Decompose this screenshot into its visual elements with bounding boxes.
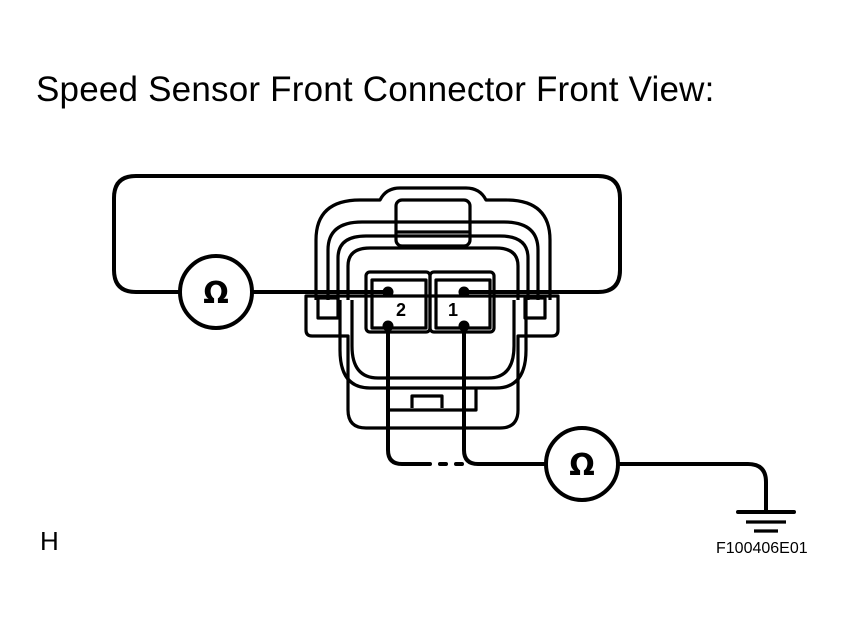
upper-circuit-loop — [112, 174, 622, 294]
diagram-title: Speed Sensor Front Connector Front View: — [36, 70, 715, 109]
pin-1-dot-top — [458, 286, 470, 298]
pin-2-lower-lead — [386, 324, 432, 466]
ohm-icon: Ω — [569, 448, 595, 483]
pin-1-lower-lead — [462, 324, 548, 466]
ohm-icon: Ω — [203, 276, 229, 311]
pin-2-label: 2 — [396, 300, 406, 320]
corner-letter: H — [40, 526, 59, 556]
ohmmeter-upper: Ω — [178, 254, 254, 330]
figure-code: F100406E01 — [716, 540, 808, 557]
pin-1-label: 1 — [448, 300, 458, 320]
ground-icon — [736, 510, 796, 533]
ground-lead — [616, 462, 768, 514]
ohmmeter-lower: Ω — [544, 426, 620, 502]
pin-2-dot-top — [382, 286, 394, 298]
connector-housing — [304, 186, 560, 430]
